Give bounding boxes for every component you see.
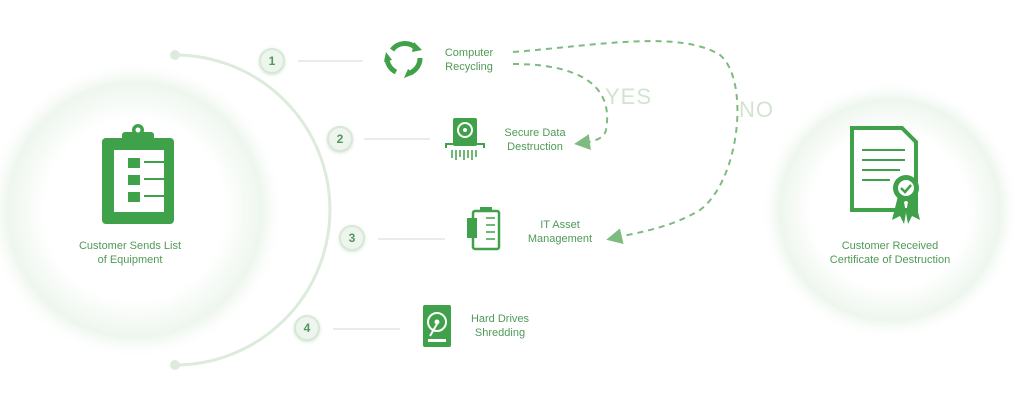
- connector-lines: [298, 60, 445, 330]
- step-3-badge: 3: [339, 225, 365, 251]
- step-2-badge: 2: [327, 126, 353, 152]
- hard-drive-shredder-icon: [445, 118, 485, 160]
- hard-drive-icon: [423, 305, 451, 347]
- step-3-label: IT Asset Management: [528, 218, 592, 246]
- certificate-icon: [850, 126, 920, 224]
- start-label: Customer Sends List of Equipment: [79, 239, 181, 267]
- recycle-arrows-icon: [384, 42, 422, 78]
- step-1-line2: Recycling: [445, 61, 493, 73]
- yes-label: YES: [605, 84, 653, 109]
- start-label-line1: Customer Sends List: [78, 240, 182, 252]
- step-2-label: Secure Data Destruction: [504, 126, 565, 154]
- step-3-line2: Management: [527, 233, 593, 245]
- step-1-badge: 1: [259, 48, 285, 74]
- process-arc: [174, 53, 332, 367]
- step-1-line1: Computer: [444, 47, 494, 59]
- arc-end-dot: [170, 360, 180, 370]
- step-4-line1: Hard Drives: [470, 313, 530, 325]
- end-label-line1: Customer Received: [841, 240, 939, 252]
- end-label: Customer Received Certificate of Destruc…: [830, 239, 950, 267]
- step-4-label: Hard Drives Shredding: [471, 312, 529, 340]
- yes-branch-arrow: [512, 63, 609, 150]
- step-4-line2: Shredding: [474, 327, 526, 339]
- step-3-line1: IT Asset: [540, 219, 580, 231]
- step-1-label: Computer Recycling: [445, 46, 493, 74]
- step-2-line2: Destruction: [507, 141, 563, 153]
- no-label: NO: [739, 97, 774, 122]
- start-label-line2: of Equipment: [97, 254, 163, 266]
- arc-start-dot: [170, 50, 180, 60]
- clipboard-checklist-icon: [102, 124, 174, 224]
- end-label-line2: Certificate of Destruction: [829, 254, 951, 266]
- no-branch-arrow: [512, 40, 739, 244]
- step-2-line1: Secure Data: [504, 127, 566, 139]
- step-4-badge: 4: [294, 315, 320, 341]
- asset-clipboard-icon: [467, 207, 501, 251]
